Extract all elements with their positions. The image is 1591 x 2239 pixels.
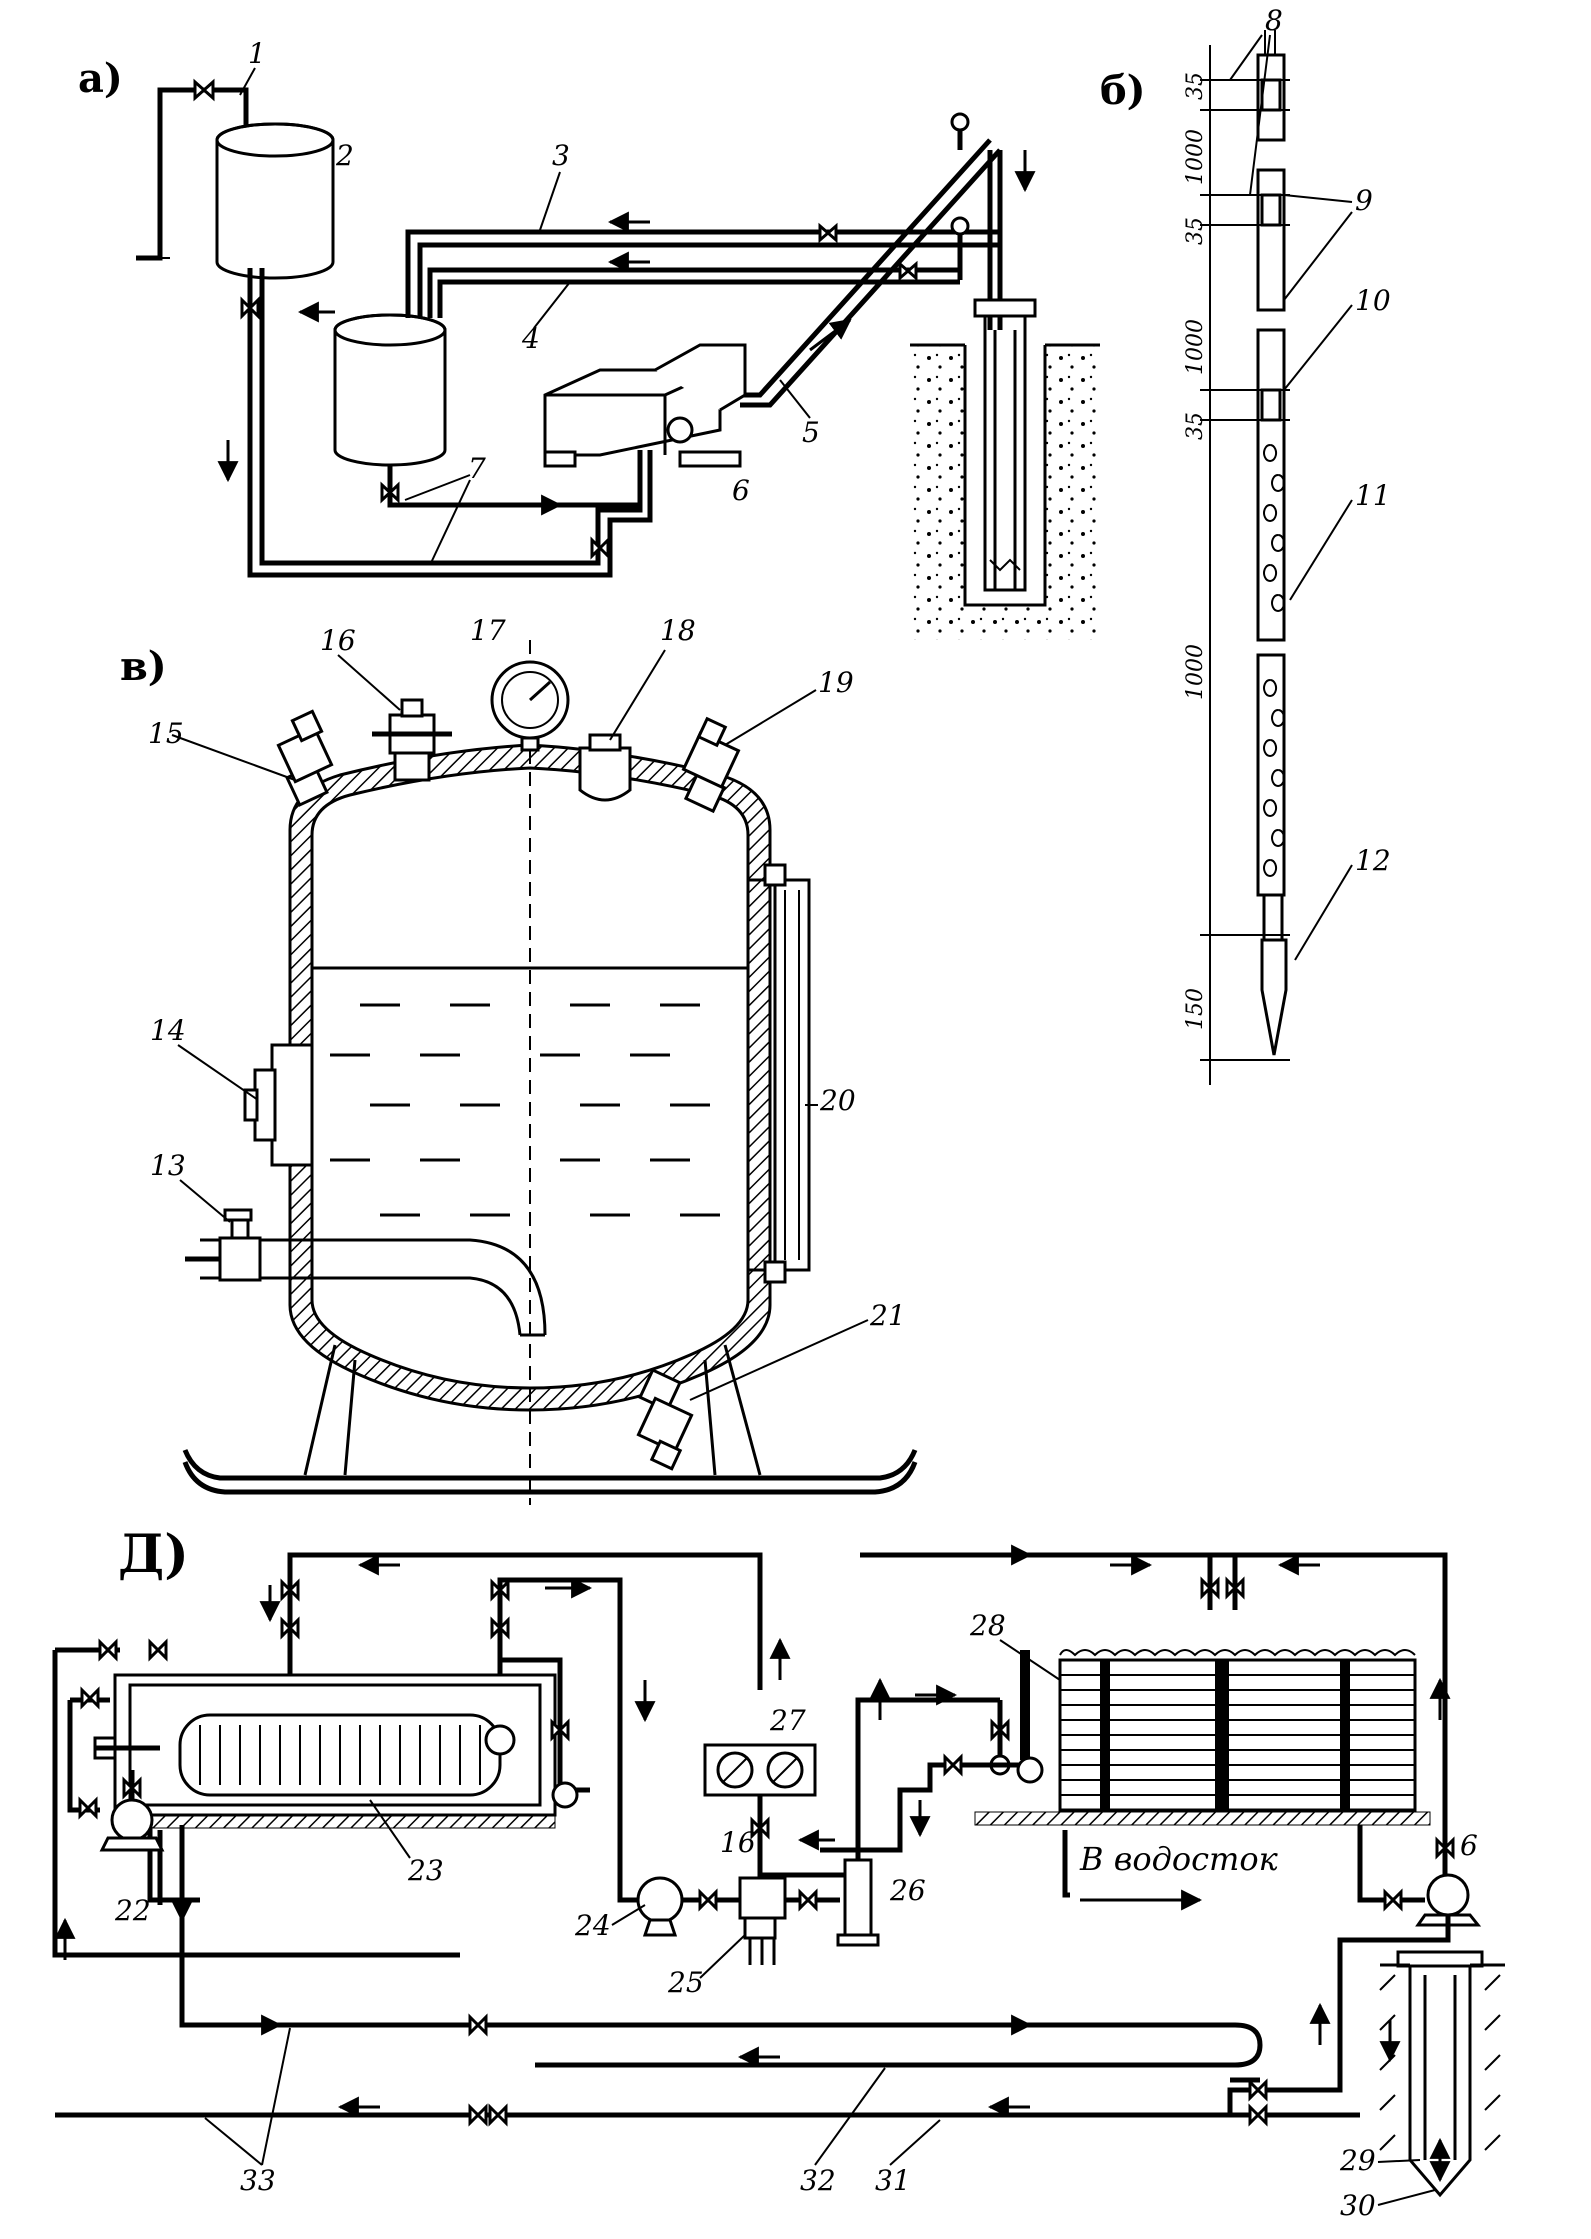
label-1: 1: [248, 37, 266, 70]
label-29: 29: [1339, 2144, 1376, 2177]
panel-b-diagram: б): [1100, 4, 1391, 1085]
pressure-gauge-17: [490, 660, 570, 752]
label-11: 11: [1355, 479, 1391, 512]
unit-25: [738, 1876, 787, 1965]
label-10: 10: [1355, 284, 1391, 317]
panel-d-diagram: Д): [52, 1524, 1505, 2222]
label-15: 15: [148, 717, 184, 750]
label-16: 16: [320, 624, 356, 657]
label-20: 20: [819, 1084, 856, 1117]
label-30: 30: [1340, 2189, 1376, 2222]
panel-v-diagram: в): [120, 614, 918, 1505]
label-33: 33: [240, 2164, 276, 2197]
dim-1000-c: 1000: [1183, 644, 1208, 700]
rod-tip-collar: [1262, 893, 1284, 942]
label-16-d: 16: [720, 1826, 756, 1859]
panel-b-label: б): [1100, 67, 1146, 114]
rod-section-3: [1256, 328, 1286, 642]
dim-1000-b: 1000: [1183, 319, 1208, 375]
panel-d-label: Д): [118, 1524, 189, 1585]
label-12: 12: [1355, 844, 1391, 877]
label-3: 3: [552, 139, 570, 172]
valve-1-icon: [193, 78, 215, 102]
well-a: [910, 298, 1100, 640]
valve-15: [276, 709, 334, 807]
valve-16: [372, 698, 452, 782]
dim-150: 150: [1183, 988, 1208, 1030]
dim-35-a: 35: [1183, 72, 1208, 100]
drain-note: В водосток: [1079, 1840, 1279, 1878]
label-9: 9: [1355, 184, 1373, 217]
panel-a-label: а): [78, 55, 123, 102]
safety-valve-18: [578, 733, 632, 802]
well-d: [1379, 1950, 1505, 2198]
level-gauge-20: [748, 863, 811, 1284]
label-24: 24: [574, 1909, 611, 1942]
tank-2: [215, 122, 335, 280]
label-25: 25: [667, 1966, 704, 1999]
tank-lower: [333, 313, 447, 467]
label-31: 31: [875, 2164, 911, 2197]
label-19: 19: [818, 666, 854, 699]
manhole-14: [243, 1043, 314, 1167]
dim-35-b: 35: [1183, 217, 1208, 245]
panel-a-diagram: а): [78, 37, 1100, 640]
label-8: 8: [1265, 4, 1283, 37]
rod-section-2: [1256, 168, 1286, 312]
label-28: 28: [969, 1609, 1006, 1642]
label-18: 18: [660, 614, 696, 647]
label-13: 13: [150, 1149, 186, 1182]
label-21: 21: [869, 1299, 906, 1332]
valve-13: [185, 1208, 262, 1282]
drain-valve-21: [636, 1368, 694, 1471]
label-14: 14: [150, 1014, 186, 1047]
pump-6-d: [1415, 1873, 1482, 1927]
label-32: 32: [800, 2164, 836, 2197]
dim-35-c: 35: [1183, 412, 1208, 440]
dim-1000-a: 1000: [1183, 129, 1208, 185]
unit-24: [636, 1876, 684, 1937]
unit-26: [836, 1697, 1000, 1947]
pump-unit-6: [543, 343, 747, 468]
plate-cooler-28: [974, 1649, 1431, 1826]
rod-tip-12: [1260, 938, 1288, 1056]
label-27: 27: [769, 1704, 806, 1737]
label-4: 4: [521, 322, 540, 355]
pump-22: [99, 1798, 165, 1852]
label-5: 5: [802, 416, 820, 449]
gauges-27: [703, 1743, 817, 1797]
label-7: 7: [468, 452, 486, 485]
valve-19: [681, 716, 741, 814]
label-26: 26: [889, 1874, 926, 1907]
heat-exchanger-23: [93, 1673, 557, 1829]
rod-section-4: [1256, 653, 1286, 897]
label-2: 2: [335, 139, 354, 172]
label-23: 23: [407, 1854, 444, 1887]
label-6-d: 6: [1460, 1829, 1478, 1862]
panel-v-label: в): [120, 643, 167, 690]
label-17: 17: [470, 614, 506, 647]
label-22: 22: [114, 1894, 151, 1927]
label-6: 6: [732, 474, 750, 507]
